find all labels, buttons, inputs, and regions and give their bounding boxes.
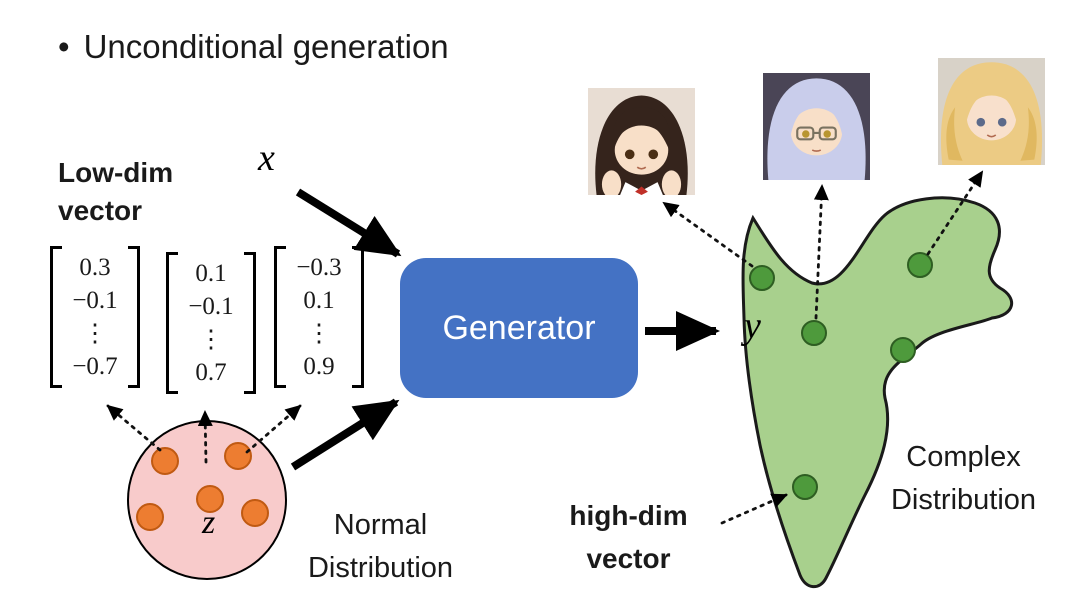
bracket-left xyxy=(50,246,62,388)
anime-face-dark-hair-drawing xyxy=(588,88,695,195)
matrix-value: −0.1 xyxy=(72,287,118,314)
bracket-right xyxy=(352,246,364,388)
dotted-arrow-z-to-matrix-3 xyxy=(245,404,302,454)
high-dim-vector-label: high-dim vector xyxy=(546,494,711,581)
vertical-ellipsis: ⋮ xyxy=(306,320,332,347)
sample-dot-1 xyxy=(151,447,179,475)
low-dim-line2: vector xyxy=(58,194,143,226)
bracket-left xyxy=(274,246,286,388)
generator-label: Generator xyxy=(442,308,596,347)
complex-distribution-shape xyxy=(741,196,1013,589)
anime-face-blonde-hair-drawing xyxy=(938,58,1045,165)
data-point-dot-2 xyxy=(801,320,827,346)
dotted-arrow-z-to-matrix-2 xyxy=(197,410,213,464)
title-bullet: • xyxy=(58,28,70,65)
high-dim-line1: high-dim xyxy=(569,500,688,531)
matrix-1: 0.3 −0.1 ⋮ −0.7 xyxy=(50,246,140,388)
normal-distribution-line2: Distribution xyxy=(307,551,454,584)
sample-dot-2 xyxy=(224,442,252,470)
dotted-arrow-z-to-matrix-1 xyxy=(106,404,162,452)
z-symbol: z xyxy=(202,504,216,541)
arrow-x-to-generator xyxy=(295,188,402,258)
matrix-value: 0.1 xyxy=(195,260,227,287)
matrix-value: −0.1 xyxy=(188,293,234,320)
normal-distribution-line1: Normal xyxy=(333,509,428,541)
anime-face-image-3 xyxy=(938,58,1045,165)
dotted-arrow-dot-to-face-3 xyxy=(926,170,984,256)
title-text: Unconditional generation xyxy=(83,28,449,65)
data-point-dot-3 xyxy=(907,252,933,278)
y-symbol: y xyxy=(744,305,761,347)
matrix-value: 0.1 xyxy=(303,287,335,314)
bracket-right xyxy=(128,246,140,388)
complex-distribution-line1: Complex xyxy=(906,441,1021,473)
x-symbol: x xyxy=(258,137,275,179)
dotted-arrow-dot-to-face-2 xyxy=(813,184,829,320)
complex-distribution-label: Complex Distribution xyxy=(866,436,1061,522)
data-point-dot-5 xyxy=(792,474,818,500)
data-point-dot-4 xyxy=(890,337,916,363)
bracket-right xyxy=(244,252,256,394)
data-point-dot-1 xyxy=(749,265,775,291)
anime-face-image-1 xyxy=(588,88,695,195)
matrix-value: 0.7 xyxy=(195,359,227,386)
sample-dot-3 xyxy=(136,503,164,531)
matrix-value: 0.3 xyxy=(79,254,111,281)
matrix-value: −0.3 xyxy=(296,254,342,281)
dotted-arrow-dot-to-face-1 xyxy=(662,201,754,268)
complex-distribution-line2: Distribution xyxy=(890,483,1037,516)
arrow-z-to-generator xyxy=(290,398,400,471)
slide-title: • Unconditional generation xyxy=(58,28,449,66)
matrix-value: 0.9 xyxy=(303,353,335,380)
low-dim-vector-label: Low-dim vector xyxy=(58,154,173,230)
dotted-arrow-highdim-to-dot xyxy=(720,493,788,525)
matrix-3: −0.3 0.1 ⋮ 0.9 xyxy=(274,246,364,388)
matrix-value: −0.7 xyxy=(72,353,118,380)
bracket-left xyxy=(166,252,178,394)
anime-face-silver-hair-glasses-drawing xyxy=(763,73,870,180)
normal-distribution-label: Normal Distribution xyxy=(283,504,478,590)
high-dim-line2: vector xyxy=(586,543,671,575)
sample-dot-5 xyxy=(241,499,269,527)
sample-dot-4 xyxy=(196,485,224,513)
matrix-2: 0.1 −0.1 ⋮ 0.7 xyxy=(166,252,256,394)
generator-box: Generator xyxy=(400,258,638,398)
low-dim-line1: Low-dim xyxy=(58,157,174,188)
anime-face-image-2 xyxy=(763,73,870,180)
vertical-ellipsis: ⋮ xyxy=(198,326,224,353)
vertical-ellipsis: ⋮ xyxy=(82,320,108,347)
